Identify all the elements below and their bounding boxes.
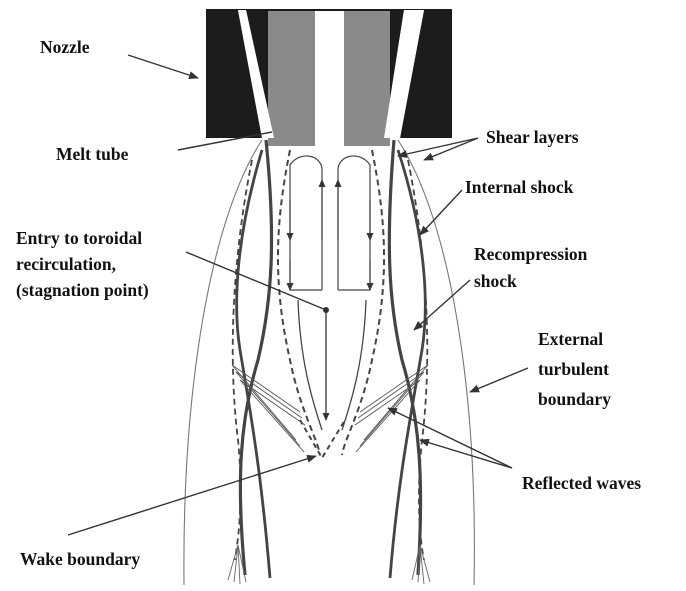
label-nozzle: Nozzle	[40, 37, 90, 57]
dashed-left-inner	[278, 150, 320, 455]
melt-tube-wall-right	[344, 10, 390, 146]
shear-layer-left-thick	[240, 140, 271, 575]
label-external-line3: boundary	[538, 389, 611, 409]
label-wake-boundary: Wake boundary	[20, 549, 140, 569]
fray-right	[412, 545, 430, 584]
recirculation-left-loop	[290, 156, 322, 290]
label-shear-layers: Shear layers	[486, 127, 579, 147]
label-melt-tube: Melt tube	[56, 144, 129, 164]
leader-nozzle	[128, 55, 198, 78]
leader-external	[470, 368, 528, 392]
leader-stagnation	[186, 252, 326, 310]
label-entry-line3: (stagnation point)	[16, 280, 149, 300]
leader-shear-1	[398, 138, 478, 156]
label-entry-line1: Entry to toroidal	[16, 228, 142, 248]
wake-vee-dashed	[300, 420, 345, 458]
label-reflected-waves: Reflected waves	[522, 473, 641, 493]
recirculation-zone	[290, 156, 370, 290]
leader-recompression	[414, 280, 470, 330]
label-internal-shock: Internal shock	[465, 177, 574, 197]
label-external-line1: External	[538, 329, 603, 349]
dashed-right-outer	[408, 160, 427, 560]
melt-tube-wall-left	[268, 10, 315, 146]
recirculation-right-loop	[338, 156, 370, 290]
label-recompression-line1: Recompression	[474, 244, 588, 264]
external-boundary-left	[184, 140, 262, 585]
label-recompression-line2: shock	[474, 271, 517, 291]
label-entry-line2: recirculation,	[16, 254, 116, 274]
melt-tube-bore	[315, 10, 344, 146]
label-external-line2: turbulent	[538, 359, 609, 379]
leader-wake	[68, 456, 316, 535]
external-boundary-right	[398, 140, 474, 585]
leader-reflected-2	[420, 440, 512, 468]
wake-curve-left	[298, 300, 322, 430]
